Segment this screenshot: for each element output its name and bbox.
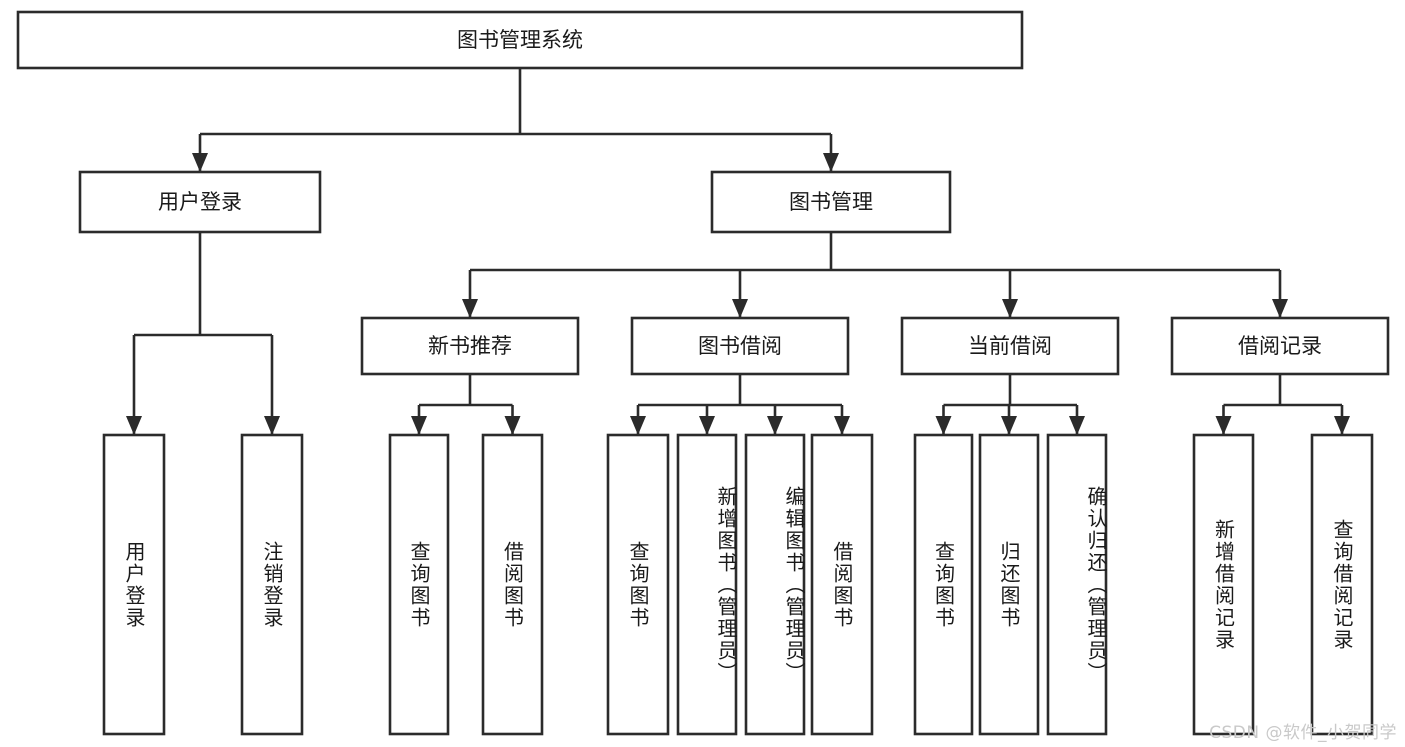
node-box-leaf-query-book-current[interactable]: [913, 433, 974, 736]
node-box-leaf-confirm-return-admin[interactable]: [1046, 433, 1108, 736]
arrowhead-icon: [126, 416, 142, 435]
node-box-leaf-add-borrow-record[interactable]: [1192, 433, 1255, 736]
node-box-current-borrow[interactable]: [900, 316, 1120, 376]
node-box-leaf-query-book-recommend[interactable]: [388, 433, 450, 736]
arrowhead-icon: [935, 416, 952, 435]
node-box-leaf-edit-book-admin[interactable]: [744, 433, 806, 736]
arrowhead-icon: [504, 416, 521, 435]
arrowhead-icon: [699, 416, 715, 435]
watermark-text: CSDN @软件_小贺同学: [1209, 723, 1397, 743]
node-box-root[interactable]: [16, 10, 1024, 70]
arrowhead-icon: [264, 416, 280, 435]
node-label-book-management: 图书管理: [789, 190, 873, 214]
arrowhead-icon: [1272, 299, 1288, 318]
arrowhead-icon: [767, 416, 783, 435]
arrowhead-icon: [732, 299, 748, 318]
node-box-new-book-recommend[interactable]: [360, 316, 580, 376]
node-label-root: 图书管理系统: [457, 28, 583, 52]
arrowhead-icon: [1069, 416, 1085, 435]
node-box-book-management[interactable]: [710, 170, 952, 234]
node-label-borrow-record: 借阅记录: [1238, 334, 1322, 358]
node-box-leaf-logout[interactable]: [240, 433, 304, 736]
arrowhead-icon: [411, 416, 427, 435]
arrowhead-icon: [462, 299, 478, 318]
node-box-leaf-add-book-admin[interactable]: [676, 433, 738, 736]
node-box-user-login[interactable]: [78, 170, 322, 234]
connector-edges: [126, 68, 1350, 435]
arrowhead-icon: [630, 416, 646, 435]
node-boxes: [16, 10, 1390, 736]
arrowhead-icon: [823, 153, 839, 172]
arrowhead-icon: [1334, 416, 1350, 435]
node-box-leaf-user-login[interactable]: [102, 433, 166, 736]
node-box-book-borrow[interactable]: [630, 316, 850, 376]
node-box-borrow-record[interactable]: [1170, 316, 1390, 376]
node-box-leaf-query-book-borrow[interactable]: [606, 433, 670, 736]
arrowhead-icon: [834, 416, 850, 435]
arrowhead-icon: [192, 153, 208, 172]
node-label-user-login: 用户登录: [158, 190, 242, 214]
node-box-leaf-query-borrow-record[interactable]: [1310, 433, 1374, 736]
node-box-leaf-borrow-book-recommend[interactable]: [481, 433, 544, 736]
node-label-current-borrow: 当前借阅: [968, 334, 1052, 358]
node-label-book-borrow: 图书借阅: [698, 334, 782, 358]
node-box-leaf-borrow-book[interactable]: [810, 433, 874, 736]
arrowhead-icon: [1001, 416, 1017, 435]
arrowhead-icon: [1215, 416, 1232, 435]
node-label-new-book-recommend: 新书推荐: [428, 334, 512, 358]
arrowhead-icon: [1002, 299, 1018, 318]
node-box-leaf-return-book[interactable]: [978, 433, 1040, 736]
